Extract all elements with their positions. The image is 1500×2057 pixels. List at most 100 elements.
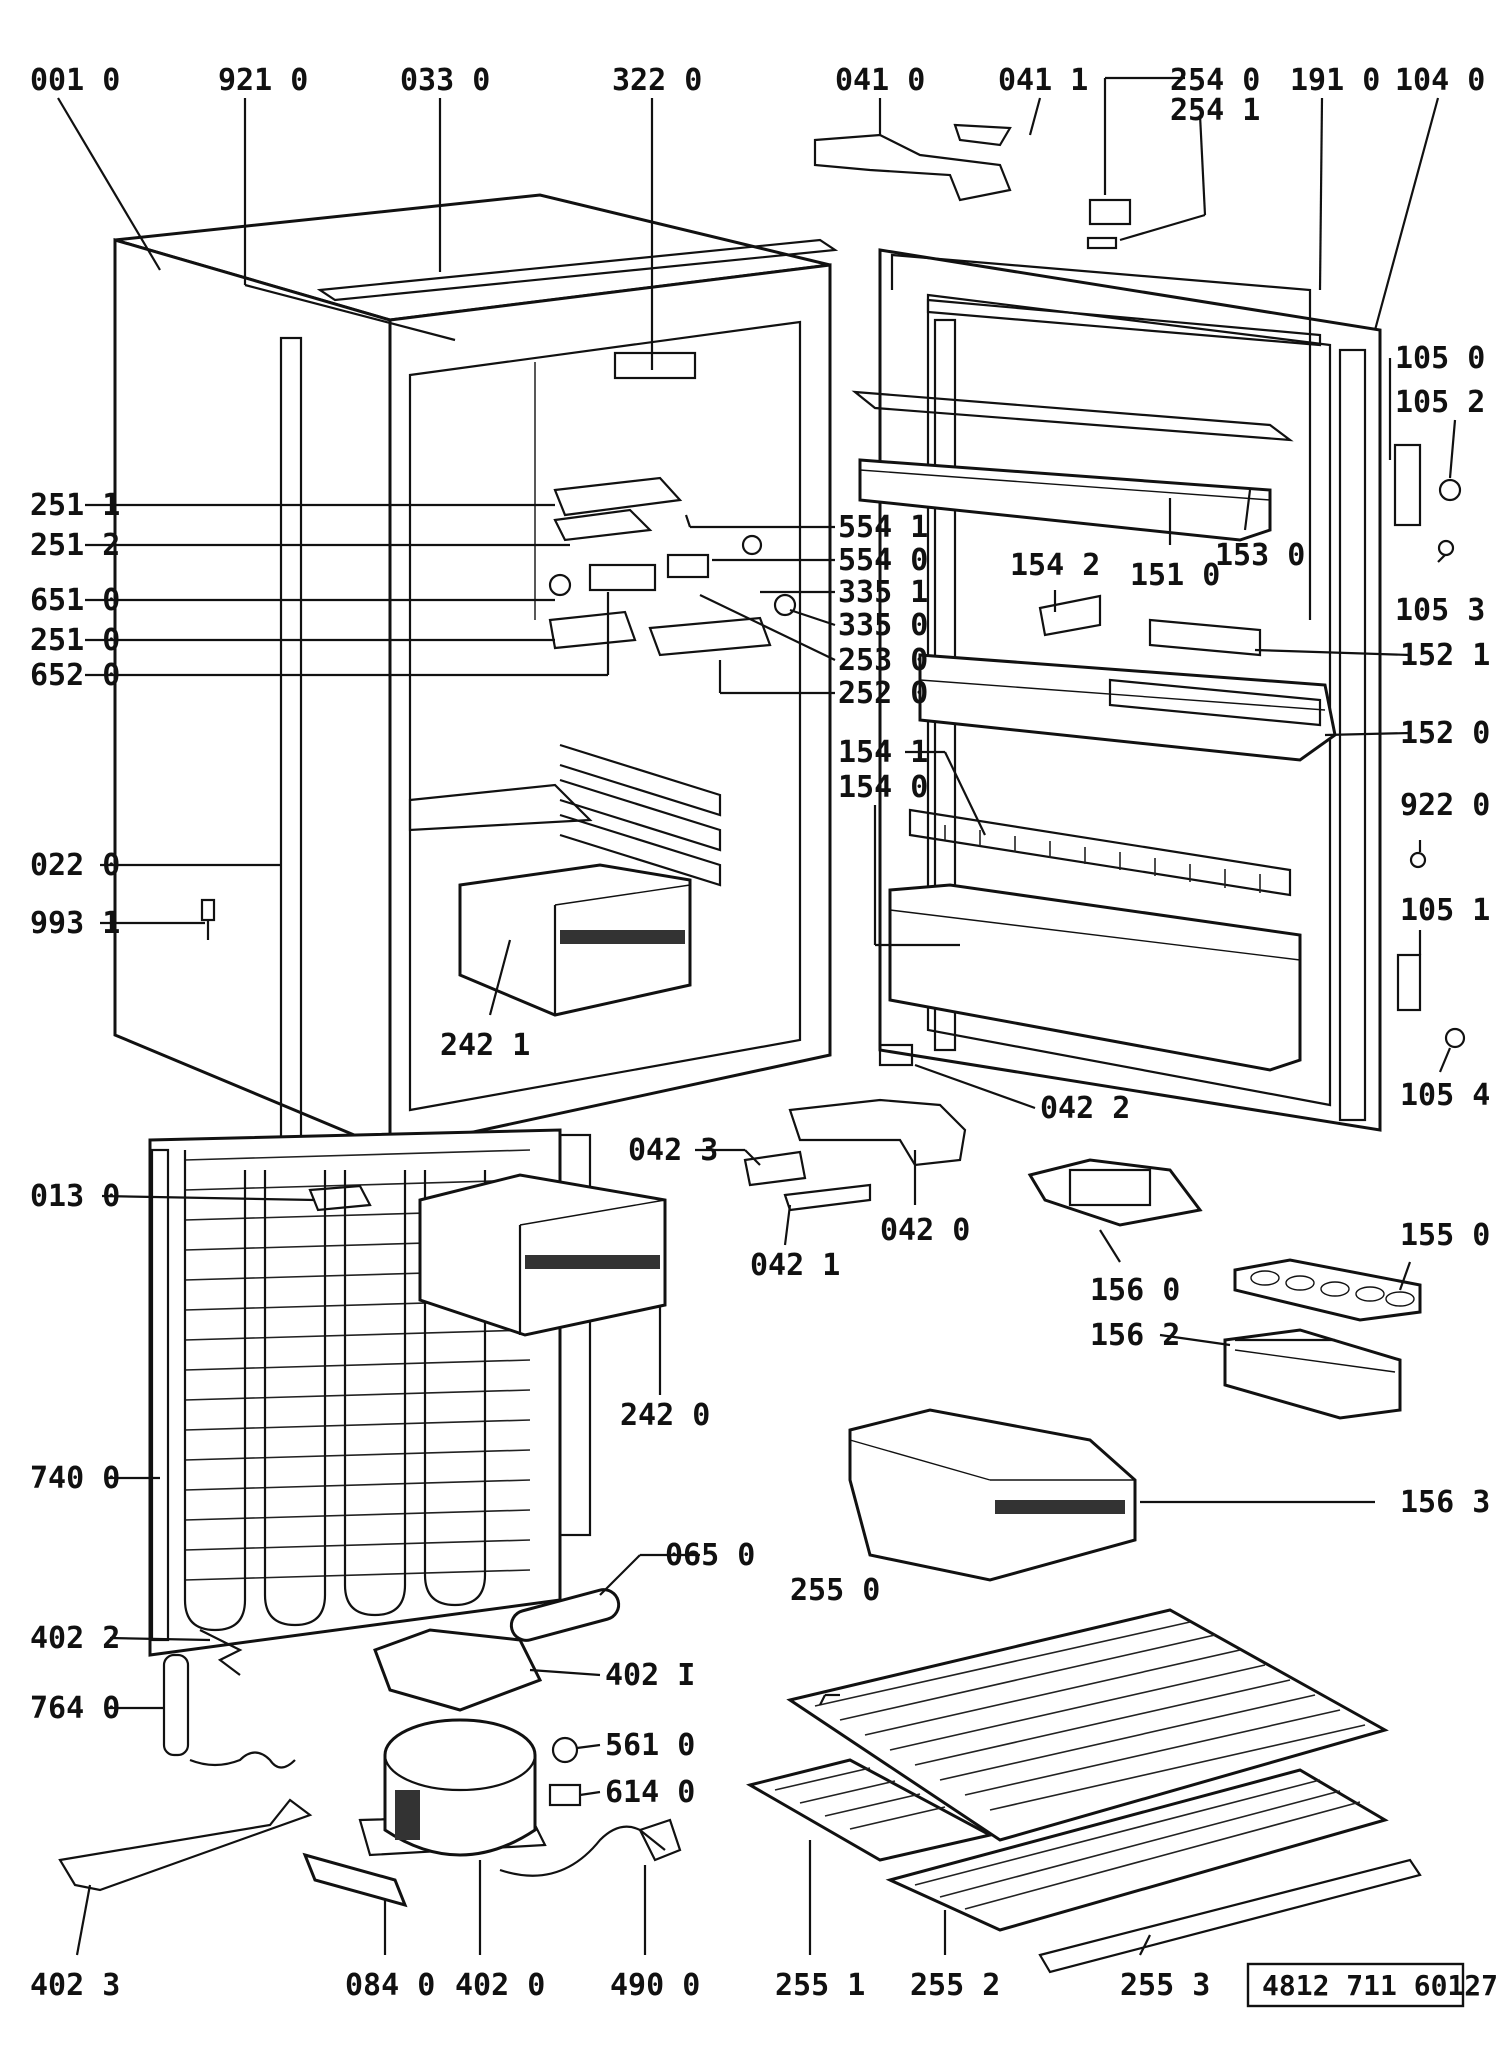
part-label: 105 2	[1395, 385, 1485, 420]
part-105-3	[1437, 539, 1455, 557]
part-label: 155 0	[1400, 1218, 1490, 1253]
part-label: 191 0	[1290, 63, 1380, 98]
part-label: 042 0	[880, 1213, 970, 1248]
part-label: 651 0	[30, 583, 120, 618]
base-bracket	[58, 1798, 313, 1892]
compressor	[358, 1718, 547, 1857]
part-label: 921 0	[218, 63, 308, 98]
bracket-013	[308, 1184, 372, 1212]
part-561	[551, 1736, 579, 1764]
document-number: 4812 711 60127	[1262, 1969, 1498, 2002]
hinge-042-3	[743, 1150, 807, 1187]
crisper-242-0	[418, 1173, 667, 1337]
part-label: 402 3	[30, 1968, 120, 2003]
part-label: 104 0	[1395, 63, 1485, 98]
ice-tray	[1233, 1258, 1422, 1322]
part-label: 554 0	[838, 543, 928, 578]
screw-part	[200, 898, 216, 940]
part-label: 255 3	[1120, 1968, 1210, 2003]
part-label: 335 0	[838, 608, 928, 643]
part-label: 253 0	[838, 643, 928, 678]
hinge-cap	[953, 123, 1012, 147]
glass-shelf-255-2	[885, 1768, 1389, 1932]
part-922-0	[1409, 851, 1427, 869]
tray-156-0	[1027, 1158, 1203, 1227]
part-label: 561 0	[605, 1728, 695, 1763]
part-label: 251 2	[30, 528, 120, 563]
part-label: 254 0	[1170, 63, 1260, 98]
bottom-hinge	[788, 1098, 967, 1167]
part-label: 033 0	[400, 63, 490, 98]
part-label: 254 1	[1170, 93, 1260, 128]
cabinet-body	[113, 193, 839, 1153]
part-label: 993 1	[30, 906, 120, 941]
part-105-2	[1438, 478, 1462, 502]
part-label: 105 0	[1395, 341, 1485, 376]
bracket-084	[302, 1852, 408, 1908]
part-label: 152 0	[1400, 716, 1490, 751]
top-hinge	[813, 133, 1012, 202]
part-label: 322 0	[612, 63, 702, 98]
part-614	[548, 1783, 582, 1807]
part-label: 084 0	[345, 1968, 435, 2003]
hinge-402-2	[199, 1629, 243, 1676]
tray-156-2	[1223, 1328, 1402, 1420]
part-label: 105 3	[1395, 593, 1485, 628]
tube-065	[509, 1588, 621, 1642]
part-label: 042 3	[628, 1133, 718, 1168]
part-254-0	[1088, 198, 1132, 226]
freezer-edge	[849, 1439, 991, 1481]
door-assembly	[851, 248, 1382, 1132]
part-label: 402 2	[30, 1621, 120, 1656]
tray-156-2-rim	[1234, 1349, 1396, 1373]
part-label: 242 1	[440, 1028, 530, 1063]
part-label: 652 0	[30, 658, 120, 693]
part-105-1	[1396, 953, 1422, 1012]
part-label: 251 1	[30, 488, 120, 523]
part-label: 041 1	[998, 63, 1088, 98]
part-152-1	[1148, 618, 1262, 657]
part-105-4	[1444, 1027, 1466, 1049]
part-label: 490 0	[610, 1968, 700, 2003]
part-labels: 001 0 921 0 033 0 322 0 041 0 041 1 254 …	[30, 63, 1490, 2003]
part-label: 022 0	[30, 848, 120, 883]
part-label: 065 0	[665, 1538, 755, 1573]
part-label: 042 1	[750, 1248, 840, 1283]
part-label: 740 0	[30, 1461, 120, 1496]
hinge-042-1	[783, 1183, 872, 1212]
part-label: 255 2	[910, 1968, 1000, 2003]
filter-drier	[162, 1653, 296, 1769]
leader-lines	[57, 76, 1457, 1956]
part-label: 041 0	[835, 63, 925, 98]
part-label: 154 2	[1010, 548, 1100, 583]
part-label: 013 0	[30, 1179, 120, 1214]
plug	[638, 1818, 682, 1862]
part-042-2	[878, 1043, 914, 1067]
part-label: 402 I	[605, 1658, 695, 1693]
part-254-1	[1086, 236, 1118, 250]
part-label: 251 0	[30, 623, 120, 658]
ice-tray-cells	[1250, 1270, 1415, 1307]
part-label: 001 0	[30, 63, 120, 98]
part-label: 255 0	[790, 1573, 880, 1608]
glass-shelf-255-1	[746, 1758, 995, 1862]
freezer-grip	[995, 1500, 1125, 1514]
glass-shelf-255-0	[786, 1608, 1389, 1842]
part-label: 614 0	[605, 1775, 695, 1810]
power-cord	[499, 1825, 666, 1877]
part-154-2	[1038, 594, 1102, 637]
part-label: 154 0	[838, 770, 928, 805]
part-label: 156 0	[1090, 1273, 1180, 1308]
part-label: 335 1	[838, 575, 928, 610]
part-label: 922 0	[1400, 788, 1490, 823]
part-label: 402 0	[455, 1968, 545, 2003]
part-label: 105 1	[1400, 893, 1490, 928]
part-label: 154 1	[838, 735, 928, 770]
part-label: 156 3	[1400, 1485, 1490, 1520]
part-label: 554 1	[838, 510, 928, 545]
part-label: 255 1	[775, 1968, 865, 2003]
document-number-box: 4812 711 60127	[1246, 1962, 1498, 2008]
freezer-compartment	[848, 1408, 1137, 1582]
compressor-mount	[373, 1628, 543, 1712]
